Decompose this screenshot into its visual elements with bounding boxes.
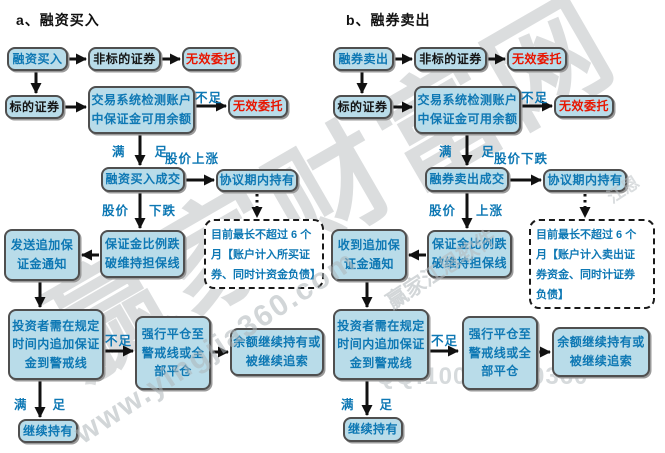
node-a-deal: 融资买入成交: [101, 167, 185, 192]
node-a-notice: 发送追加保 证金通知: [4, 229, 80, 281]
node-a-force-close: 强行平仓至 警戒线或全 部平仓: [135, 316, 211, 390]
label-a-insufficient-1: 不足: [195, 91, 223, 105]
label-b-satisfied-bottom-l: 满: [341, 398, 355, 412]
label-b-up-word: 上涨: [475, 204, 503, 218]
label-b-insufficient-2: 不足: [431, 334, 459, 348]
node-b-investor: 投资者需在规定 时间内追加保证 金到警戒线: [333, 309, 429, 380]
label-a-satisfied-top-r: 足: [154, 145, 168, 159]
chart-b-title: b、融券卖出: [346, 12, 431, 28]
node-b-invalid-1: 无效委托: [507, 47, 567, 71]
node-b-balance: 余额继续持有或 被继续追索: [552, 327, 650, 377]
label-b-price-up: 股价 上涨: [429, 200, 503, 219]
label-b-satisfied-bottom: 满 足: [341, 394, 393, 413]
node-b-force-close: 强行平仓至 警戒线或全 部平仓: [462, 316, 538, 390]
label-a-down-word: 下跌: [148, 204, 176, 218]
node-b-start: 融券卖出: [333, 47, 394, 71]
node-a-start: 融资买入: [7, 47, 68, 71]
node-b-keep: 继续持有: [343, 417, 403, 442]
node-a-hold: 协议期内持有: [216, 169, 298, 192]
label-a-insufficient-2: 不足: [105, 334, 133, 348]
node-b-invalid-2: 无效委托: [554, 95, 614, 118]
label-a-satisfied-top: 满 足: [112, 141, 168, 160]
node-a-non-target: 非标的证券: [88, 47, 161, 71]
node-a-sys-check: 交易系统检测账户 中保证金可用余额: [88, 86, 195, 134]
note-b-duration: 目前最长不超过 6 个 月【账户计入卖出证 券资金、同时计证券 负债】: [529, 219, 655, 309]
label-a-satisfied-bottom: 满 足: [14, 394, 66, 413]
node-a-keep: 继续持有: [18, 419, 78, 443]
node-b-target: 标的证券: [333, 95, 392, 119]
node-b-margin-break: 保证金比例跌 破维持担保线: [427, 230, 512, 278]
node-a-invalid-2: 无效委托: [228, 95, 288, 118]
label-b-satisfied-top: 满 足: [439, 141, 495, 160]
label-b-price-down: 股价下跌: [494, 152, 549, 166]
node-b-deal: 融券卖出成交: [425, 167, 509, 192]
node-a-invalid-1: 无效委托: [182, 47, 240, 71]
label-b-insufficient-1: 不足: [521, 91, 549, 105]
node-a-margin-break: 保证金比例跌 破维持担保线: [100, 230, 185, 278]
label-a-satisfied-top-l: 满: [112, 145, 126, 159]
label-a-price-word: 股价: [102, 204, 130, 218]
label-a-price-down: 股价 下跌: [102, 200, 176, 219]
node-a-target: 标的证券: [5, 95, 64, 119]
node-b-notice: 收到追加保 证金通知: [331, 229, 407, 281]
note-a-duration: 目前最长不超过 6 个 月【账户计入所买证 券、同时计资金负债】: [204, 219, 324, 289]
label-b-price-word: 股价: [429, 204, 457, 218]
label-b-satisfied-top-r: 足: [481, 145, 495, 159]
node-a-balance: 余额继续持有或 被继续追索: [230, 328, 324, 376]
label-a-satisfied-bottom-l: 满: [14, 398, 28, 412]
label-a-price-up: 股价上涨: [165, 152, 220, 166]
label-b-satisfied-top-l: 满: [439, 145, 453, 159]
label-a-satisfied-bottom-r: 足: [52, 398, 66, 412]
node-b-non-target: 非标的证券: [414, 47, 487, 71]
node-a-investor: 投资者需在规定 时间内追加保证 金到警戒线: [8, 309, 104, 380]
node-b-hold: 协议期内持有: [543, 169, 627, 192]
label-b-satisfied-bottom-r: 足: [379, 398, 393, 412]
chart-a-title: a、融资买入: [16, 12, 100, 28]
node-b-sys-check: 交易系统检测账户 中保证金可用余额: [414, 86, 521, 134]
